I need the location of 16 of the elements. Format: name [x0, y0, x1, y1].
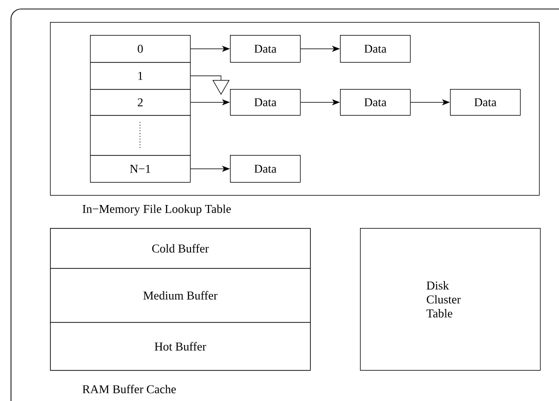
data-box: Data [230, 89, 301, 116]
data-box: Data [340, 35, 411, 63]
buffer-row: Cold Buffer [50, 228, 311, 269]
table-row: 0 [90, 35, 191, 63]
buffer-row: Hot Buffer [50, 322, 311, 371]
table-row: 2 [90, 89, 191, 116]
heading: RAM Buffer Cache [82, 384, 176, 394]
data-box: Data [340, 89, 411, 116]
table-row: N−1 [90, 155, 191, 183]
connector [190, 76, 222, 80]
data-box: Data [450, 89, 521, 116]
heading: In−Memory File Lookup Table [82, 204, 231, 216]
data-box: Data [230, 155, 301, 183]
buffer-row: Medium Buffer [50, 268, 311, 323]
table-row: 1 [90, 62, 191, 90]
data-box: Data [230, 35, 301, 63]
